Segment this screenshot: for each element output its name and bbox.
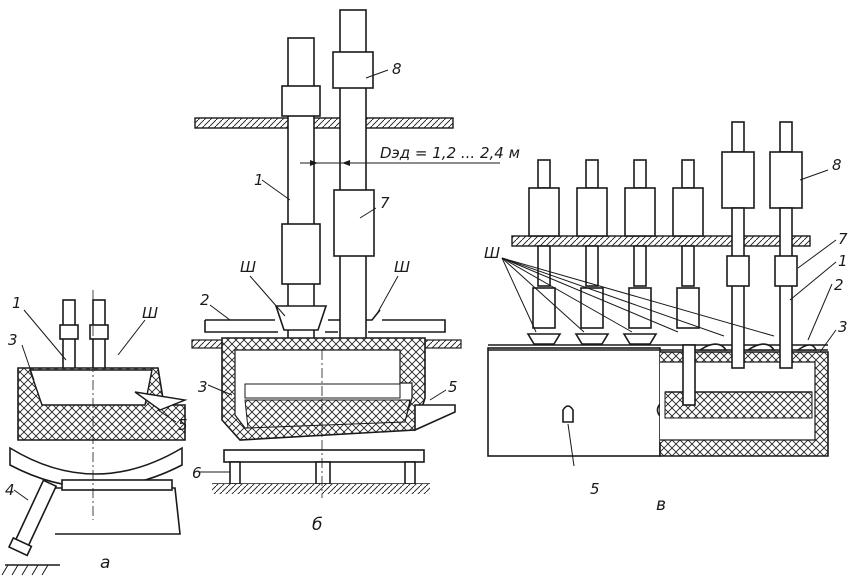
figure-b-electrode-left bbox=[274, 37, 328, 379]
label-v-2: 2 bbox=[834, 276, 844, 294]
figure-b-base bbox=[223, 449, 425, 463]
label-a-3: 3 bbox=[8, 331, 18, 349]
label-v-8: 8 bbox=[832, 156, 842, 174]
figure-b-platform bbox=[194, 117, 454, 129]
figure-a-tilt-cylinder bbox=[7, 479, 58, 557]
label-b-sh-left: Ш bbox=[240, 258, 256, 276]
label-a-1: 1 bbox=[12, 294, 22, 312]
label-a-5: 5 bbox=[178, 416, 188, 434]
label-b-3: 3 bbox=[198, 378, 208, 396]
figure-a: 1 3 Ш 5 4 а bbox=[1, 290, 188, 576]
label-b-8: 8 bbox=[392, 60, 402, 78]
figure-v-platform bbox=[511, 235, 811, 247]
label-b-dimension: Dэд = 1,2 ... 2,4 м bbox=[380, 144, 520, 162]
figure-v-electrode-3 bbox=[622, 159, 658, 345]
figure-v-electrode-5 bbox=[721, 121, 755, 369]
figure-b-spout bbox=[414, 404, 456, 432]
caption-b: б bbox=[312, 515, 322, 535]
label-b-sh-right: Ш bbox=[394, 258, 410, 276]
label-b-6: 6 bbox=[192, 464, 202, 482]
figure-v-electrode-1 bbox=[526, 159, 562, 345]
figure-v-front-box bbox=[487, 347, 661, 457]
caption-a: а bbox=[100, 553, 110, 573]
label-b-5: 5 bbox=[448, 378, 458, 396]
figure-v-electrode-4 bbox=[672, 159, 704, 406]
figure-b-roof bbox=[204, 309, 446, 333]
figure-a-cradle bbox=[9, 446, 183, 489]
label-v-7: 7 bbox=[838, 230, 848, 248]
label-v-5: 5 bbox=[590, 480, 600, 498]
figure-b-electrode-right bbox=[332, 9, 375, 353]
label-b-7: 7 bbox=[380, 194, 390, 212]
caption-v: в bbox=[656, 495, 666, 515]
label-b-2: 2 bbox=[200, 291, 210, 309]
figure-v: Ш 8 7 1 2 3 5 в bbox=[484, 121, 848, 515]
label-b-1: 1 bbox=[254, 171, 264, 189]
label-a-sh: Ш bbox=[142, 304, 158, 322]
figure-a-spout bbox=[134, 391, 188, 411]
figure-v-electrode-6 bbox=[769, 121, 803, 369]
figure-b: 1 8 7 2 Ш Ш 3 5 6 Dэд = 1,2 ... 2,4 м б bbox=[191, 9, 520, 535]
label-v-3: 3 bbox=[838, 318, 848, 336]
label-v-1: 1 bbox=[838, 252, 848, 270]
figure-v-tap-hole-left bbox=[562, 405, 574, 423]
label-a-4: 4 bbox=[5, 481, 15, 499]
label-v-sh: Ш bbox=[484, 244, 500, 262]
figure-v-electrode-2 bbox=[574, 159, 610, 345]
